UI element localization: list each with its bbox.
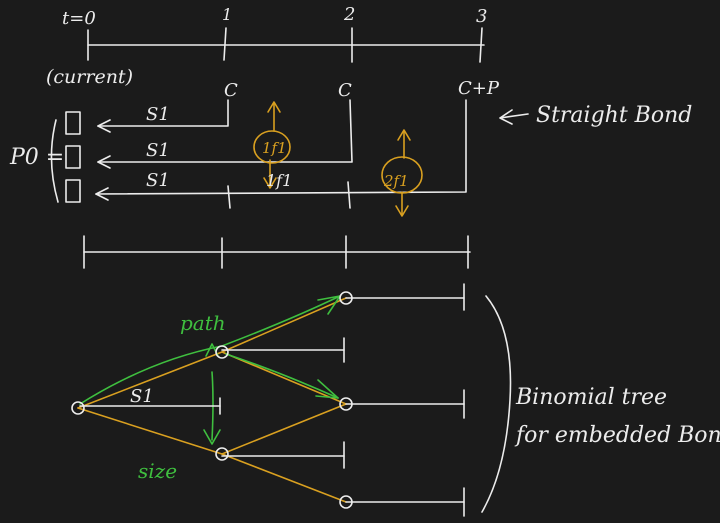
arrowhead-1-icon	[97, 119, 111, 133]
size-label: size	[138, 459, 177, 483]
bracket	[50, 119, 59, 203]
cashflow-label-3: C+P	[458, 78, 500, 99]
price-bracket: P0 =	[9, 111, 81, 203]
forward-circle-1	[253, 130, 291, 164]
node-dd	[339, 495, 353, 509]
spot-rate-label-2: S1	[146, 140, 170, 161]
mark-1	[227, 185, 231, 209]
branch-ud	[221, 351, 347, 405]
arrowhead-2-icon	[97, 155, 111, 169]
branch-dd	[221, 453, 347, 503]
arrow-up-1-icon	[267, 101, 281, 113]
spot-rate-label-3: S1	[146, 170, 170, 191]
tree-level-lines	[221, 283, 465, 517]
forward-label-1b: 1f1	[266, 171, 292, 190]
path-label: path	[180, 311, 226, 335]
node-d	[215, 447, 229, 461]
forward-rates: 1f1 2f1 1f1	[253, 101, 423, 217]
arrow-down-2-icon	[395, 205, 409, 217]
price-label: P0 =	[9, 145, 64, 170]
size-arrow-icon	[203, 429, 221, 445]
timeline-bottom	[83, 235, 471, 269]
cashflow-labels: C C C+P	[224, 78, 500, 101]
timeline-label-t3: 3	[476, 6, 487, 27]
discount-line-2	[97, 99, 353, 163]
node-root	[71, 401, 85, 415]
timeline-label-t0: t=0	[62, 8, 96, 29]
cashflow-label-2: C	[338, 80, 352, 101]
cashflow-label-1: C	[224, 80, 238, 101]
tree-bracket	[481, 295, 512, 513]
forward-label-2: 2f1	[383, 172, 409, 190]
timeline-tick-3	[479, 27, 483, 63]
mark-2	[347, 181, 351, 209]
tree-nodes	[71, 291, 353, 509]
stack-box-1	[65, 111, 81, 135]
arrowhead-3-icon	[95, 187, 109, 201]
binomial-tree-label: Binomial tree	[515, 385, 667, 410]
timeline-label-t2: 2	[343, 4, 355, 25]
spot-rate-label-1: S1	[146, 104, 170, 125]
discount-line-1	[97, 99, 229, 127]
arrow-down-1-icon	[263, 177, 277, 189]
straight-bond-annotation: Straight Bond	[499, 103, 692, 128]
discount-arrows: S1 S1 S1	[95, 99, 467, 209]
timeline-label-t1: 1	[222, 5, 232, 24]
node-ud	[339, 397, 353, 411]
timeline-tick-1	[223, 27, 227, 61]
discount-line-3	[95, 99, 467, 195]
binomial-tree: path size S1 Bino	[71, 283, 720, 517]
node-uu	[339, 291, 353, 305]
embedded-bond-label: for embedded Bond	[514, 423, 720, 448]
path-arrow-2-icon	[315, 379, 339, 399]
stack-box-3	[65, 179, 81, 203]
timeline-top: t=0 1 2 3 (current)	[46, 4, 487, 88]
arrow-up-2-icon	[397, 129, 411, 141]
stack-box-2	[65, 145, 81, 169]
straight-bond-label: Straight Bond	[536, 103, 692, 128]
current-label: (current)	[46, 66, 133, 88]
forward-label-1: 1f1	[262, 139, 287, 157]
node-u	[215, 345, 229, 359]
arrow-left-icon	[499, 109, 529, 125]
tree-rate-label: S1	[130, 386, 154, 407]
path-highlight-2	[225, 353, 339, 399]
size-line	[211, 371, 214, 441]
